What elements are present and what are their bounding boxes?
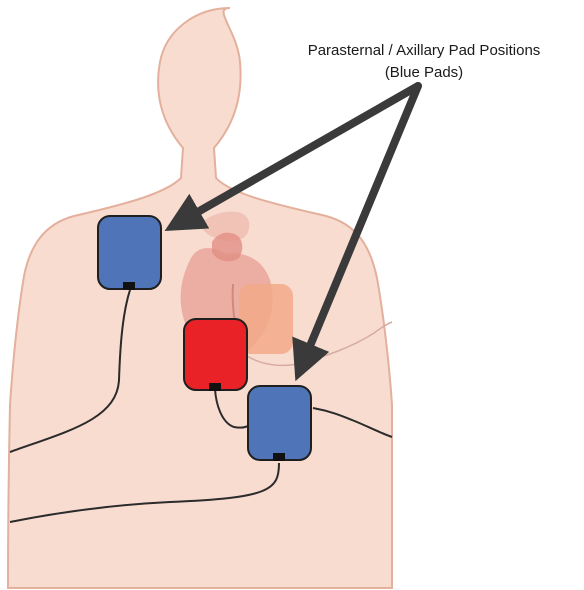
heart-icon bbox=[212, 233, 242, 262]
annotation-subtitle: (Blue Pads) bbox=[268, 62, 580, 84]
defibrillator-pad-icon bbox=[98, 216, 161, 289]
annotation-label: Parasternal / Axillary Pad Positions (Bl… bbox=[268, 40, 580, 84]
defibrillator-pad-icon bbox=[184, 319, 247, 390]
pad-connector bbox=[209, 383, 221, 391]
pad-connector bbox=[123, 282, 135, 290]
pad-connector bbox=[273, 453, 285, 461]
annotation-title: Parasternal / Axillary Pad Positions bbox=[268, 40, 580, 62]
defibrillator-pad-icon bbox=[248, 386, 311, 460]
